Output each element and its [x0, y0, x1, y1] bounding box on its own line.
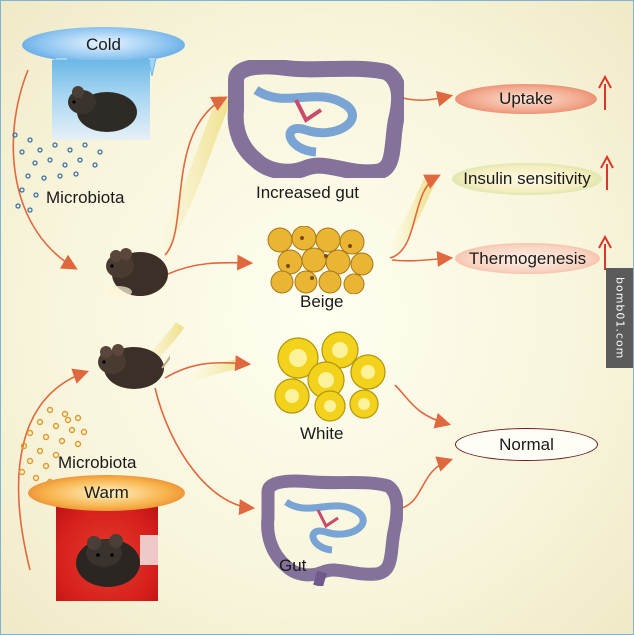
- cold-label-ellipse: Cold: [22, 27, 185, 63]
- increased-gut-illustration: [226, 60, 404, 178]
- arrow-white-to-normal: [394, 384, 452, 429]
- increased-gut-label: Increased gut: [256, 183, 360, 202]
- white-fat-cells: [268, 330, 393, 422]
- arrow-beige-to-thermo: [391, 251, 454, 267]
- uptake-label: Uptake: [499, 89, 553, 108]
- mouse-icon: [76, 534, 158, 587]
- beige-label: Beige: [300, 292, 344, 311]
- gut-label: Gut: [279, 556, 307, 575]
- arrow-warm-to-mouse: [17, 368, 90, 571]
- thermogenesis-label: Thermogenesis: [468, 248, 587, 268]
- arrow-cold-to-mouse: [12, 69, 78, 270]
- warm-mouse-photo: [56, 505, 158, 601]
- warm-label-ellipse: Warm: [28, 475, 185, 511]
- gut-illustration: [258, 474, 403, 586]
- watermark: bomb01.com: [606, 268, 634, 368]
- microbiota-top-dots: [12, 132, 103, 213]
- up-arrow-thermo-icon: [598, 234, 612, 270]
- thermogenesis-ellipse: Thermogenesis: [455, 243, 600, 274]
- arrow-gut-to-uptake: [402, 90, 454, 107]
- arrow-mouse-to-increased-gut: [164, 96, 228, 256]
- warm-mouse-image: [90, 338, 170, 400]
- up-arrow-insulin-icon: [600, 154, 614, 190]
- arrow-mouse-to-gut: [154, 387, 256, 516]
- beige-mouse-image: [98, 240, 173, 305]
- cold-mouse-photo: [52, 60, 150, 140]
- uptake-ellipse: Uptake: [455, 84, 597, 114]
- insulin-sensitivity-label: Insulin sensitivity: [463, 169, 591, 188]
- microbiota-bottom-label: Microbiota: [58, 453, 137, 472]
- up-arrow-uptake-icon: [598, 74, 612, 110]
- normal-label: Normal: [499, 434, 554, 454]
- arrow-mouse-to-beige: [167, 254, 254, 275]
- beige-fat-cells: [262, 226, 380, 294]
- normal-ellipse: Normal: [455, 428, 598, 461]
- arrow-gut-to-normal: [401, 456, 454, 509]
- arrow-mouse-to-white: [164, 355, 252, 379]
- white-label: White: [300, 424, 344, 443]
- microbiota-top-label: Microbiota: [46, 188, 125, 207]
- arrow-beige-to-insulin: [389, 174, 441, 259]
- insulin-sensitivity-ellipse: Insulin sensitivity: [452, 163, 602, 195]
- warm-label: Warm: [84, 483, 129, 502]
- mouse-icon: [68, 86, 137, 132]
- cold-label: Cold: [86, 35, 121, 54]
